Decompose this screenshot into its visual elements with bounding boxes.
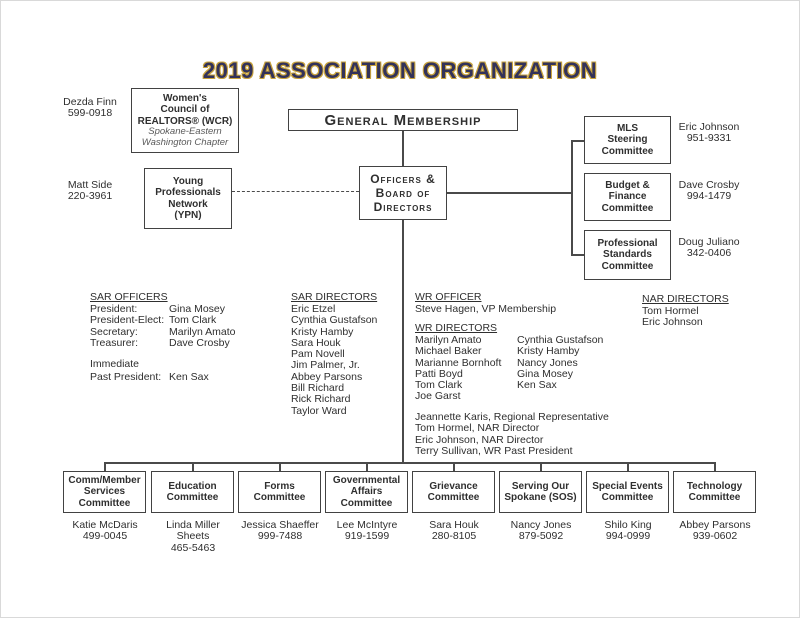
committee-box-education: Education Committee: [151, 471, 234, 513]
sar-officer-label: President-Elect:: [90, 314, 165, 327]
connector-gm-to-officers: [402, 131, 404, 166]
committee-label: Special Events Committee: [592, 480, 663, 504]
nar-directors-heading: NAR DIRECTORS: [642, 293, 729, 305]
connector-bottom-horizontal: [104, 462, 715, 464]
sar-officer-label: Secretary:: [90, 325, 138, 338]
sar-officer-label: Treasurer:: [90, 336, 139, 349]
committee-contact: Katie McDaris 499-0045: [72, 519, 138, 543]
wcr-box: Women's Council of REALTORS® (WCR) Spoka…: [131, 88, 239, 153]
sar-officer-value: Gina Mosey: [169, 303, 226, 315]
sar-past-president-label: Past President:: [90, 371, 162, 383]
connector-stub-2: [192, 462, 194, 472]
connector-right-vertical: [571, 140, 573, 255]
committee-label: Forms Committee: [253, 480, 306, 504]
wr-officer-name: Steve Hagen, VP Membership: [415, 303, 557, 315]
committee-box-forms: Forms Committee: [238, 471, 321, 513]
connector-mls-branch: [571, 140, 584, 142]
wr-directors-col1: Marilyn Amato Michael Baker Marianne Bor…: [415, 334, 502, 403]
committee-box-special-events: Special Events Committee: [586, 471, 669, 513]
wr-notes: Jeannette Karis, Regional Representative…: [415, 411, 609, 457]
ypn-box: Young Professionals Network (YPN): [144, 168, 232, 229]
wcr-contact: Dezda Finn 599-0918: [63, 96, 117, 120]
committee-contact: Abbey Parsons 939-0602: [679, 519, 751, 543]
committee-label: Grievance Committee: [427, 480, 480, 504]
committee-contact: Linda Miller Sheets 465-5463: [166, 519, 220, 554]
sar-officer-row: President: Gina Mosey: [90, 303, 290, 315]
sar-officer-label: President:: [90, 303, 138, 315]
connector-stub-6: [540, 462, 542, 472]
connector-stub-4: [366, 462, 368, 472]
committee-box-governmental-affairs: Governmental Affairs Committee: [325, 471, 408, 513]
wr-directors-heading: WR DIRECTORS: [415, 322, 498, 334]
ypn-box-title: Young Professionals Network (YPN): [155, 175, 221, 222]
budget-finance-box: Budget & Finance Committee: [584, 173, 671, 221]
connector-stub-7: [627, 462, 629, 472]
sar-officer-value: Marilyn Amato: [169, 325, 236, 338]
committee-box-comm-member-services: Comm/Member Services Committee: [63, 471, 146, 513]
committee-label: Comm/Member Services Committee: [68, 474, 141, 509]
connector-stub-5: [453, 462, 455, 472]
sar-officer-value: Dave Crosby: [169, 336, 230, 349]
nar-directors-list: Tom Hormel Eric Johnson: [642, 305, 703, 329]
committee-contact: Lee McIntyre 919-1599: [336, 519, 398, 543]
standards-contact: Doug Juliano 342-0406: [678, 236, 740, 260]
officers-board-label: Officers & Board of Directors: [370, 172, 436, 214]
connector-officers-right: [447, 192, 571, 194]
connector-standards-branch: [571, 254, 584, 256]
mls-steering-label: MLS Steering Committee: [601, 122, 654, 157]
sar-officer-value: Tom Clark: [169, 314, 217, 327]
mls-contact: Eric Johnson 951-9331: [678, 121, 740, 145]
sar-directors-heading: SAR DIRECTORS: [291, 291, 378, 303]
committee-contact: Shilo King 994-0999: [604, 519, 652, 543]
sar-officer-row: Treasurer: Dave Crosby: [90, 336, 290, 349]
sar-officer-row: Secretary: Marilyn Amato: [90, 325, 290, 338]
committee-contact: Sara Houk 280-8105: [429, 519, 479, 543]
page-title: 2019 ASSOCIATION ORGANIZATION: [202, 58, 598, 83]
ypn-contact: Matt Side 220-3961: [67, 179, 113, 203]
general-membership-label: General Membership: [324, 111, 482, 129]
connector-ypn-dashed: [232, 191, 359, 192]
wcr-box-title: Women's Council of REALTORS® (WCR): [137, 92, 233, 127]
budget-contact: Dave Crosby 994-1479: [678, 179, 740, 203]
committee-box-grievance: Grievance Committee: [412, 471, 495, 513]
connector-stub-3: [279, 462, 281, 472]
committee-label: Technology Committee: [686, 480, 743, 504]
connector-officers-down: [402, 220, 404, 463]
committee-label: Serving Our Spokane (SOS): [504, 480, 577, 504]
sar-directors-list: Eric Etzel Cynthia Gustafson Kristy Hamb…: [291, 303, 378, 417]
committee-contact: Nancy Jones 879-5092: [510, 519, 572, 543]
wcr-box-subtitle: Spokane-Eastern Washington Chapter: [141, 126, 229, 148]
sar-past-president-row: Past President: Ken Sax: [90, 371, 290, 383]
sar-officers-rows: President: Gina Mosey President-Elect: T…: [90, 303, 290, 349]
budget-finance-label: Budget & Finance Committee: [601, 179, 654, 214]
mls-steering-box: MLS Steering Committee: [584, 116, 671, 164]
professional-standards-label: Professional Standards Committee: [597, 237, 658, 272]
general-membership-box: General Membership: [288, 109, 518, 131]
connector-stub-1: [104, 462, 106, 472]
professional-standards-box: Professional Standards Committee: [584, 230, 671, 280]
sar-past-president-value: Ken Sax: [169, 371, 209, 383]
officers-board-box: Officers & Board of Directors: [359, 166, 447, 220]
committee-label: Governmental Affairs Committee: [332, 474, 401, 509]
sar-officer-row: President-Elect: Tom Clark: [90, 314, 290, 327]
connector-stub-8: [714, 462, 716, 472]
committee-box-serving-our-spokane: Serving Our Spokane (SOS): [499, 471, 582, 513]
committee-contact: Jessica Shaeffer 999-7488: [241, 519, 319, 543]
sar-immediate-label: Immediate: [90, 358, 140, 370]
sar-officers-heading: SAR OFFICERS: [90, 291, 168, 303]
committee-box-technology: Technology Committee: [673, 471, 756, 513]
wr-officer-heading: WR OFFICER: [415, 291, 482, 303]
wr-directors-col2: Cynthia Gustafson Kristy Hamby Nancy Jon…: [517, 334, 604, 392]
committee-label: Education Committee: [166, 480, 219, 504]
